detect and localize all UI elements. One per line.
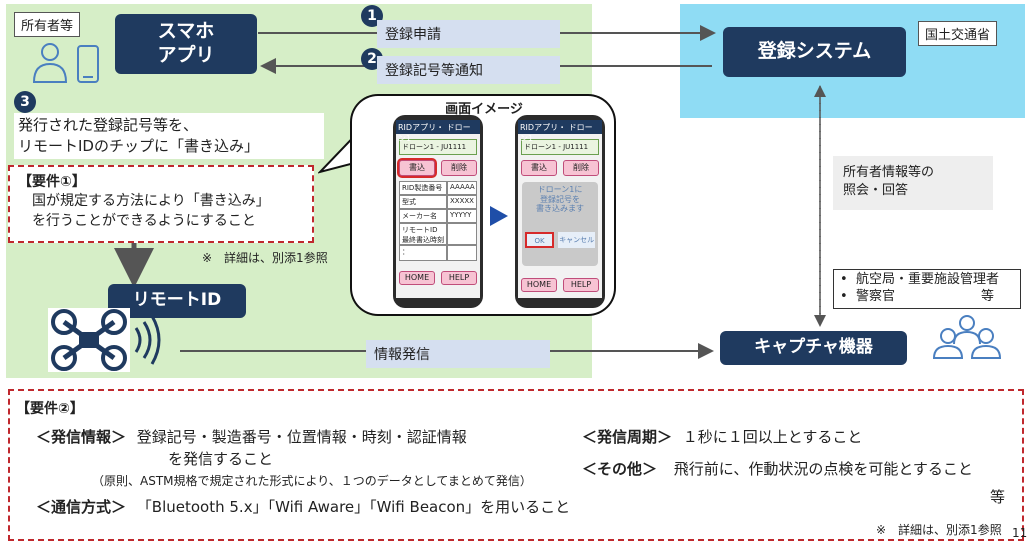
registration-system-box: 登録システム — [723, 27, 906, 77]
inquiry-line2: 照会・回答 — [843, 183, 909, 199]
row-value: AAAAA — [447, 181, 477, 195]
page-number: 11 — [1012, 526, 1028, 540]
requirement1-note: ※ 詳細は、別添1参照 — [202, 251, 328, 265]
person-phone-icon — [32, 43, 99, 83]
info-row: ＜発信情報＞ 登録記号・製造番号・位置情報・時刻・認証情報 — [36, 426, 467, 447]
phone-after-drone-name: ドローン1 - JU1111 — [521, 139, 599, 155]
info-label: ＜発信情報＞ — [36, 428, 127, 446]
row-label: 型式 — [399, 195, 447, 209]
step3-number: 3 — [14, 91, 36, 113]
requirement2-title: 【要件②】 — [16, 401, 84, 417]
capture-device-box: キャプチャ機器 — [720, 331, 907, 365]
dialog-line2: 登録記号を — [540, 194, 580, 204]
home-button[interactable]: HOME — [521, 278, 557, 292]
row-value: YYYYY — [447, 209, 477, 223]
next-arrow-icon — [490, 206, 508, 226]
phone-after-header: RIDアプリ・ ドローン1 — [518, 120, 602, 143]
comm-text: 「Bluetooth 5.x」「Wifi Aware」「Wifi Beacon」… — [136, 498, 571, 516]
phone-before-screen: RIDアプリ・ ドローン1 ドローン1 - JU1111 書込 削除 RID製造… — [396, 120, 480, 298]
home-button[interactable]: HOME — [399, 271, 435, 285]
cycle-label: ＜発信周期＞ — [582, 428, 673, 446]
step3-line1: 発行された登録記号等を、 — [18, 116, 199, 134]
row-label: メーカー名 — [399, 209, 447, 223]
write-button[interactable]: 書込 — [521, 160, 557, 176]
requirement2-box — [8, 389, 1024, 541]
cancel-button[interactable]: キャンセル — [558, 231, 595, 248]
requirement1-line2: を行うことができるようにすること — [32, 213, 256, 230]
inquiry-line1: 所有者情報等の — [843, 165, 935, 180]
help-button[interactable]: HELP — [563, 278, 599, 292]
delete-button[interactable]: 削除 — [563, 160, 599, 176]
step2-label: 登録記号等通知 — [377, 56, 560, 84]
recipient-item2-text: 警察官 — [855, 288, 895, 304]
comm-row: ＜通信方式＞ 「Bluetooth 5.x」「Wifi Aware」「Wifi … — [36, 496, 570, 517]
requirement2-note: ※ 詳細は、別添1参照 — [876, 523, 1002, 537]
mlit-tag: 国土交通省 — [918, 21, 998, 46]
help-button[interactable]: HELP — [441, 271, 477, 285]
dialog-line1: ドローン1に — [537, 185, 583, 194]
step3-line2: リモートIDのチップに「書き込み」 — [18, 137, 259, 155]
smartphone-app-box: スマホ アプリ — [115, 14, 257, 74]
step3-description: 発行された登録記号等を、 リモートIDのチップに「書き込み」 — [14, 113, 324, 159]
drone-icon — [48, 308, 161, 372]
comm-label: ＜通信方式＞ — [36, 498, 127, 516]
cycle-text: １秒に１回以上とすること — [682, 428, 863, 446]
phone-before-table: RID製造番号 AAAAA 型式 XXXXX メーカー名 YYYYY リモートI… — [399, 181, 477, 261]
delete-button[interactable]: 削除 — [441, 160, 477, 176]
row-label: リモートID 最終書込時刻 — [399, 223, 447, 245]
phone-after-screen: RIDアプリ・ ドローン1 ドローン1 - JU1111 書込 削除 ドローン1… — [518, 120, 602, 298]
screen-image-title: 画面イメージ — [445, 102, 523, 117]
ok-button[interactable]: OK — [525, 231, 555, 248]
other-row: ＜その他＞ 飛行前に、作動状況の点検を可能とすること — [582, 458, 973, 479]
requirement1-line1: 国が規定する方法により「書き込み」 — [32, 193, 270, 209]
recipient-item1-text: 航空局・重要施設管理者 — [855, 272, 999, 287]
recipient-item1: • 航空局・重要施設管理者 — [840, 272, 999, 287]
requirement1-box: 【要件①】 国が規定する方法により「書き込み」 を行うことができるようにすること — [8, 165, 314, 243]
recipient-item2: • 警察官 等 — [840, 288, 994, 304]
row-value — [447, 223, 477, 245]
info-text2: を発信すること — [168, 450, 274, 468]
step1-label: 登録申請 — [377, 20, 560, 48]
row-label: RID製造番号 — [399, 181, 447, 195]
recipient-item2-suffix: 等 — [980, 288, 994, 304]
inquiry-panel: 所有者情報等の 照会・回答 — [833, 156, 993, 210]
other-suffix: 等 — [990, 488, 1006, 506]
write-confirm-dialog: ドローン1に 登録記号を 書き込みます OK キャンセル — [522, 182, 598, 266]
row-value: XXXXX — [447, 195, 477, 209]
remote-id-box: リモートID — [108, 284, 246, 318]
info-note: （原則、ASTM規格で規定された形式により、１つのデータとしてまとめて発信） — [92, 474, 532, 488]
write-button[interactable]: 書込 — [399, 160, 435, 176]
group-people-icon — [932, 315, 1002, 359]
owner-tag: 所有者等 — [14, 12, 81, 37]
info-text1: 登録記号・製造番号・位置情報・時刻・認証情報 — [136, 428, 467, 446]
recipients-box: • 航空局・重要施設管理者 • 警察官 等 — [833, 269, 1021, 309]
cycle-row: ＜発信周期＞ １秒に１回以上とすること — [582, 426, 862, 447]
other-text: 飛行前に、作動状況の点検を可能とすること — [673, 460, 973, 478]
requirement1-title: 【要件①】 — [18, 174, 86, 190]
requirement1-text: 国が規定する方法により「書き込み」 を行うことができるようにすること — [18, 191, 304, 232]
dialog-line3: 書き込みます — [536, 204, 584, 214]
phone-before-drone-name: ドローン1 - JU1111 — [399, 139, 477, 155]
other-label: ＜その他＞ — [582, 460, 658, 478]
info-send-label: 情報発信 — [366, 340, 550, 368]
phone-before-header: RIDアプリ・ ドローン1 — [396, 120, 480, 143]
row-label: ： — [399, 245, 447, 261]
row-value — [447, 245, 477, 261]
